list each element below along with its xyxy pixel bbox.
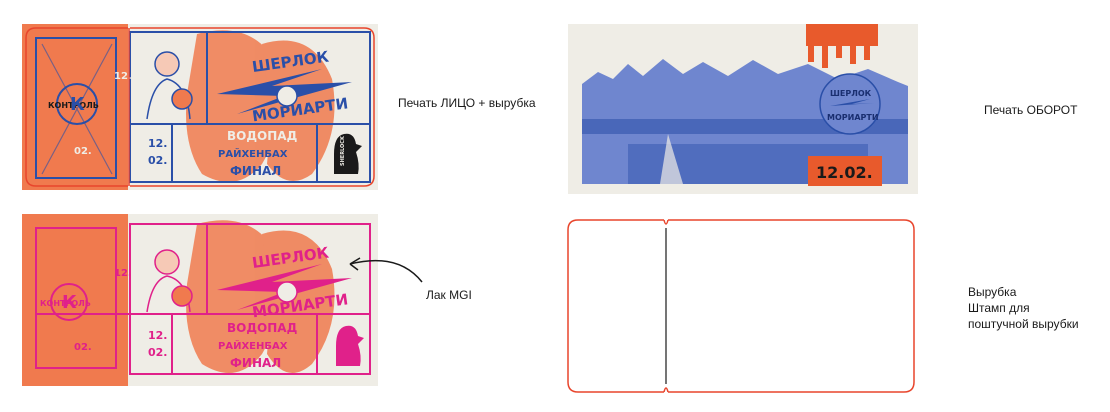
ticket-back-print: ШЕРЛОК МОРИАРТИ 12.02. bbox=[568, 24, 918, 194]
die-cut-stamp-outline bbox=[567, 219, 915, 393]
mini-label: SHERLOCK bbox=[340, 135, 346, 166]
ticket-varnish-layer: 12. КОНТРОЛЬ К 02. ШЕРЛОК МОРИАРТИ 12. 0… bbox=[22, 214, 378, 386]
venue-line2: РАЙХЕНБАХ bbox=[218, 339, 288, 352]
boxer-illustration-icon bbox=[146, 249, 193, 313]
stub-control: КОНТРОЛЬ bbox=[40, 299, 91, 308]
curved-arrow-icon bbox=[349, 257, 423, 283]
stub-number: 12. bbox=[114, 268, 132, 279]
ticket-back-artwork: ШЕРЛОК МОРИАРТИ 12.02. bbox=[568, 24, 918, 194]
date-line1: 12. bbox=[148, 137, 168, 150]
date-line2: 02. bbox=[148, 154, 168, 167]
date-line2: 02. bbox=[148, 346, 168, 359]
back-logo-line2: МОРИАРТИ bbox=[827, 113, 879, 122]
venue-line3: ФИНАЛ bbox=[230, 164, 281, 178]
caption-front-print: Печать ЛИЦО + вырубка bbox=[398, 96, 536, 110]
caption-back-print: Печать ОБОРОТ bbox=[984, 103, 1078, 117]
boxer-illustration-icon bbox=[146, 51, 193, 120]
stub-letter: К bbox=[70, 94, 85, 115]
caption-diecut: Вырубка Штамп для поштучной вырубки bbox=[968, 284, 1079, 332]
stub-control: КОНТРОЛЬ bbox=[48, 101, 99, 110]
ticket-varnish-artwork: 12. КОНТРОЛЬ К 02. ШЕРЛОК МОРИАРТИ 12. 0… bbox=[22, 214, 378, 386]
sherlock-silhouette-icon bbox=[336, 325, 364, 366]
caption-diecut-line3: поштучной вырубки bbox=[968, 317, 1079, 331]
fist-icon bbox=[276, 85, 298, 107]
fist-icon bbox=[276, 281, 298, 303]
stub-letter: К bbox=[62, 292, 77, 313]
venue-line2: РАЙХЕНБАХ bbox=[218, 147, 288, 160]
lightning-bolt-icon bbox=[830, 99, 874, 106]
back-date: 12.02. bbox=[816, 163, 873, 182]
stub-date: 02. bbox=[74, 342, 92, 353]
caption-diecut-line2: Штамп для bbox=[968, 301, 1030, 315]
ticket-front-artwork: 12. КОНТРОЛЬ К 02. ШЕРЛОК МОРИАРТИ 12. 0… bbox=[22, 24, 378, 190]
stub-number: 12. bbox=[114, 71, 132, 82]
date-line1: 12. bbox=[148, 329, 168, 342]
ticket-front-print: 12. КОНТРОЛЬ К 02. ШЕРЛОК МОРИАРТИ 12. 0… bbox=[22, 24, 378, 190]
caption-diecut-line1: Вырубка bbox=[968, 285, 1017, 299]
caption-varnish: Лак MGI bbox=[426, 288, 472, 302]
back-logo-line1: ШЕРЛОК bbox=[830, 89, 872, 98]
venue-line3: ФИНАЛ bbox=[230, 356, 281, 370]
venue-line1: ВОДОПАД bbox=[227, 321, 297, 335]
sherlock-silhouette-icon bbox=[334, 133, 362, 174]
venue-line1: ВОДОПАД bbox=[227, 129, 297, 143]
stub-date: 02. bbox=[74, 146, 92, 157]
die-cut-outline bbox=[25, 27, 375, 187]
